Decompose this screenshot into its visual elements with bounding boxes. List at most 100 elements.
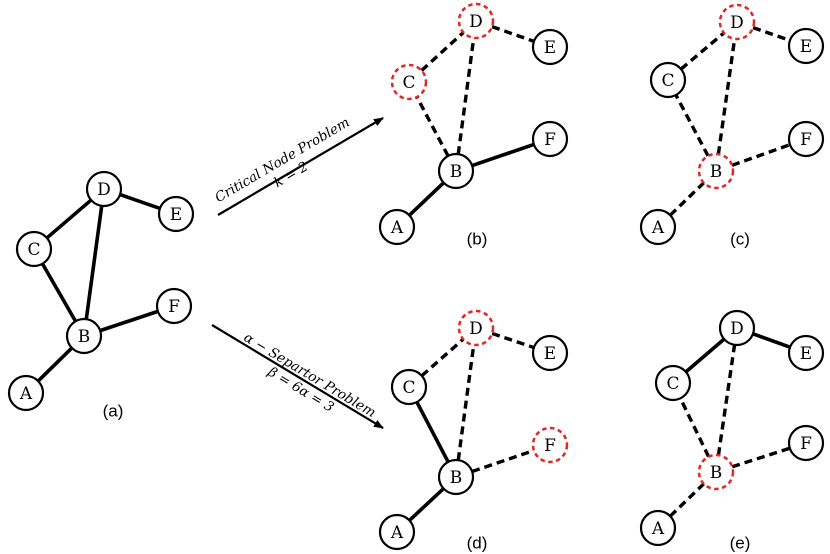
node-f: F (155, 287, 193, 325)
node-d: D (718, 309, 756, 347)
edge-d-e (752, 332, 791, 349)
node-e: E (157, 195, 195, 233)
node-c: C (390, 368, 428, 406)
edge-a-b (669, 482, 705, 518)
node-e: E (531, 334, 569, 372)
node-d: D (457, 2, 495, 40)
node-e: E (531, 28, 569, 66)
node-label: A (651, 218, 665, 238)
node-d: D (457, 309, 495, 347)
node-d: D (85, 170, 123, 208)
node-a: A (639, 208, 677, 246)
node-d: D (718, 3, 756, 41)
separator-arrow: α − Separtor Problem β = 6α = 3 (211, 324, 384, 429)
panel-caption: (d) (467, 534, 488, 553)
node-circle (437, 152, 475, 190)
node-circle (65, 317, 103, 355)
node-circle (787, 27, 825, 65)
node-label: D (469, 12, 483, 32)
node-label: B (450, 162, 463, 182)
node-label: A (390, 218, 404, 238)
node-a: A (378, 513, 416, 551)
edge-c-d (420, 31, 465, 72)
node-circle (157, 195, 195, 233)
node-label: A (19, 384, 33, 404)
edge-b-f (471, 142, 535, 168)
edge-b-f (99, 309, 159, 333)
edge-c-d (45, 198, 93, 240)
edge-b-c (678, 397, 711, 458)
node-circle (378, 208, 416, 246)
node-label: B (710, 463, 723, 483)
edge-d-e (752, 25, 791, 43)
node-circle (457, 309, 495, 347)
edge-b-c (415, 401, 450, 463)
node-circle (697, 152, 735, 190)
node-label: B (78, 327, 91, 347)
node-circle (718, 309, 756, 347)
node-c: C (15, 230, 53, 268)
edge-b-c (40, 262, 78, 323)
graph-panels: ABCDEF(a)ABCDEF(b)ABCDEF(c)ABCDEF(d)ABCD… (7, 2, 825, 553)
panel-caption: (c) (730, 230, 750, 249)
node-label: A (390, 523, 404, 543)
node-label: C (666, 374, 679, 394)
node-circle (7, 374, 45, 412)
node-c: C (390, 63, 428, 101)
node-label: E (800, 37, 812, 57)
node-f: F (531, 426, 569, 464)
node-label: C (661, 71, 674, 91)
node-circle (378, 513, 416, 551)
edge-d-e (491, 331, 535, 350)
critical-node-arrow: Critical Node Problem k = 2 (212, 114, 384, 216)
node-circle (155, 287, 193, 325)
panel-caption: (b) (467, 230, 488, 249)
node-c: C (654, 364, 692, 402)
node-circle (787, 334, 825, 372)
separator-label: α − Separtor Problem (241, 330, 379, 422)
panel-a: A B C D E F (a) (7, 170, 195, 421)
node-circle (531, 28, 569, 66)
node-label: D (730, 13, 744, 33)
node-label: C (27, 240, 40, 260)
panel-caption: (e) (730, 534, 751, 553)
edge-b-d (84, 205, 104, 320)
node-circle (531, 334, 569, 372)
edge-a-b (36, 346, 74, 383)
node-a: A (639, 509, 677, 547)
panel-d: A B C D E F (d) (378, 309, 569, 553)
node-circle (457, 2, 495, 40)
edge-b-c (415, 96, 450, 157)
node-circle (390, 63, 428, 101)
node-label: E (800, 344, 812, 364)
node-c: C (649, 61, 687, 99)
edge-a-b (408, 487, 445, 522)
node-label: D (730, 319, 744, 339)
node-label: C (402, 73, 415, 93)
node-label: B (450, 468, 463, 488)
edge-b-f (731, 143, 791, 167)
node-a: A (378, 208, 416, 246)
node-circle (531, 120, 569, 158)
node-label: F (800, 130, 812, 150)
node-circle (787, 120, 825, 158)
node-label: D (469, 319, 483, 339)
node-label: E (544, 344, 556, 364)
node-label: C (402, 378, 415, 398)
edge-b-f (731, 446, 791, 469)
node-circle (697, 453, 735, 491)
edge-d-e (491, 25, 535, 43)
panel-caption: (a) (103, 402, 124, 421)
edge-b-d (456, 37, 476, 155)
node-label: F (544, 436, 556, 456)
node-label: A (651, 519, 665, 539)
node-circle (390, 368, 428, 406)
edge-c-d (679, 31, 726, 71)
edge-b-c (674, 94, 710, 157)
node-b: B (437, 458, 475, 496)
node-label: D (97, 180, 111, 200)
node-b: B (697, 453, 735, 491)
node-b: B (437, 152, 475, 190)
